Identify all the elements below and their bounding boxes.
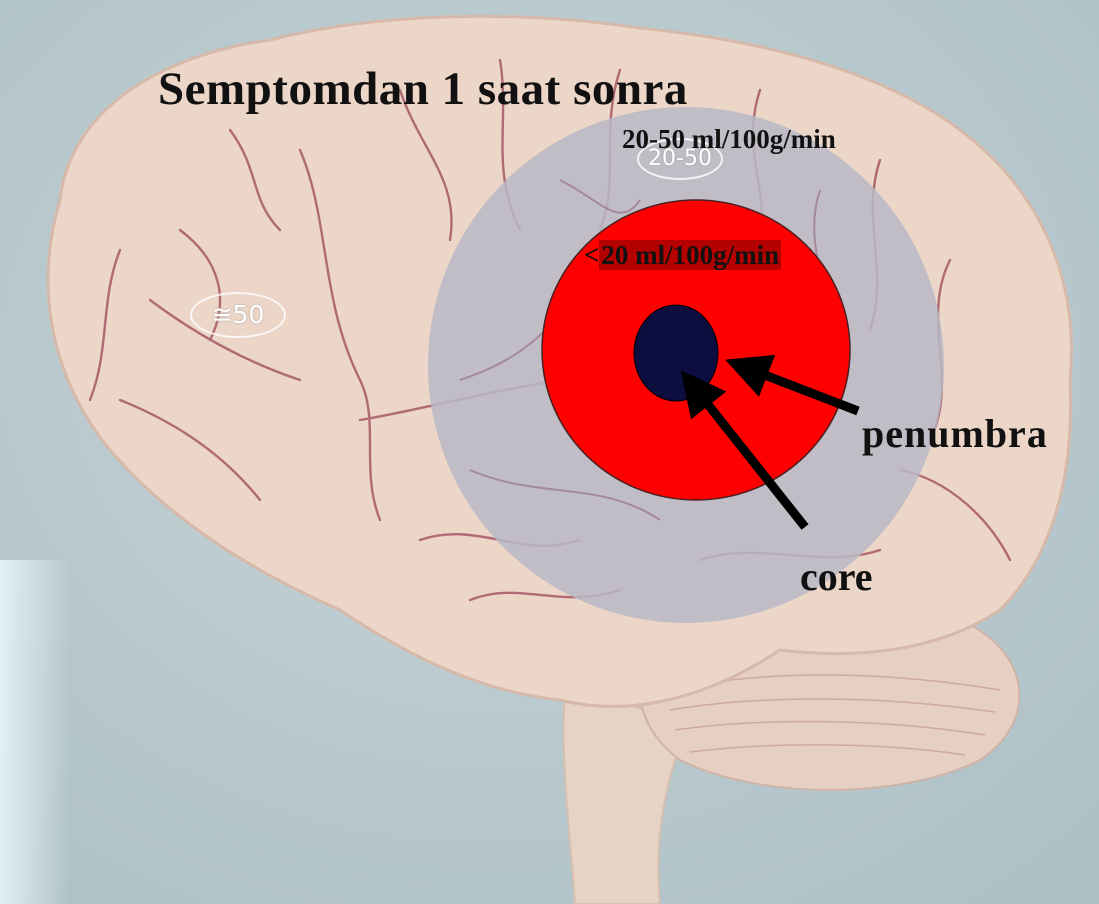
penumbra-flow-label: <20 ml/100g/min xyxy=(584,240,781,271)
outer-zone-label: 20-50 ml/100g/min xyxy=(622,124,836,155)
core-circle xyxy=(634,305,718,401)
slide-title: Semptomdan 1 saat sonra xyxy=(158,62,688,116)
penumbra-flow-value: 20 ml/100g/min xyxy=(599,240,781,270)
core-label: core xyxy=(800,553,873,600)
flow-badge-left: ≅50 xyxy=(190,292,286,338)
penumbra-label: penumbra xyxy=(862,410,1048,457)
less-than-sign: < xyxy=(584,240,599,270)
edge-glow xyxy=(0,560,70,904)
